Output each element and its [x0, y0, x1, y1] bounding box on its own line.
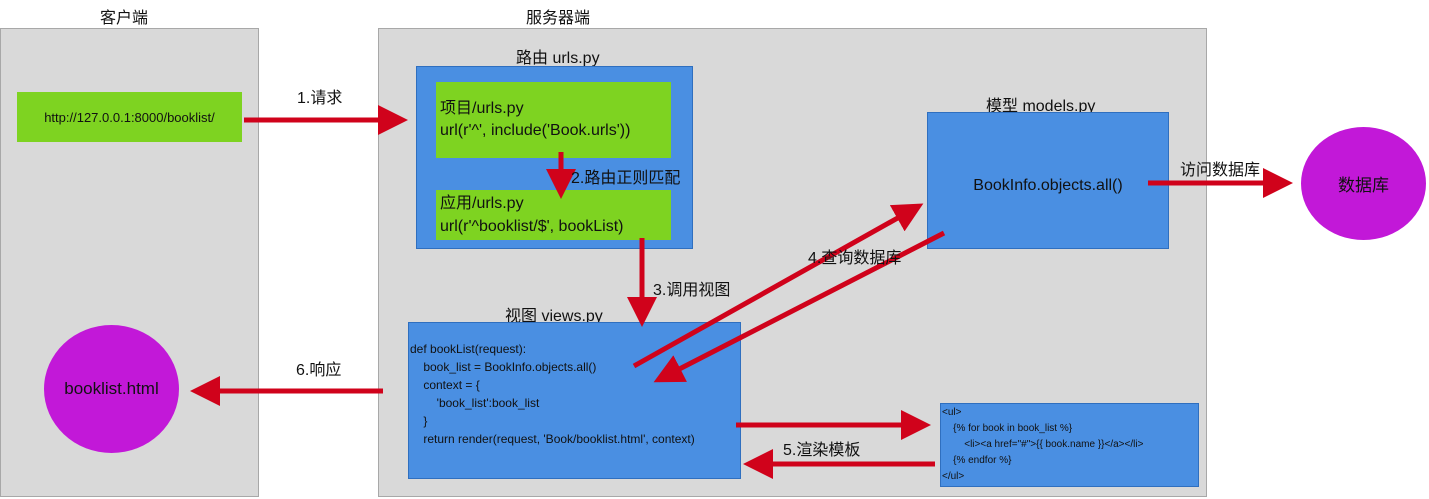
step-call-view-label: 3.调用视图: [653, 282, 731, 299]
view-box: def bookList(request): book_list = BookI…: [408, 322, 741, 479]
template-line: <li><a href="#">{{ book.name }}</a></li>: [942, 439, 1144, 450]
step-response-label: 6.响应: [296, 362, 342, 379]
app-urls-title: 应用/urls.py: [440, 195, 524, 212]
template-line: {% for book in book_list %}: [942, 423, 1073, 434]
query-db-return-arrow: [653, 230, 946, 383]
template-line: </ul>: [942, 471, 965, 482]
booklist-html-label: booklist.html: [64, 379, 159, 398]
model-code: BookInfo.objects.all(): [973, 176, 1123, 194]
booklist-html-node: booklist.html: [44, 325, 179, 453]
view-line: context = {: [410, 378, 480, 392]
app-urls-code: url(r'^booklist/$', bookList): [440, 218, 624, 235]
project-urls-title: 项目/urls.py: [440, 100, 524, 117]
step-query-db-label: 4.查询数据库: [808, 250, 902, 267]
template-box: <ul> {% for book in book_list %} <li><a …: [940, 403, 1199, 487]
view-line: return render(request, 'Book/booklist.ht…: [410, 432, 695, 446]
view-title: 视图 views.py: [505, 308, 603, 325]
router-title: 路由 urls.py: [516, 50, 600, 67]
query-db-arrow: [632, 203, 924, 369]
step-render-label: 5.渲染模板: [783, 442, 861, 459]
database-node: 数据库: [1301, 127, 1426, 240]
url-box: http://127.0.0.1:8000/booklist/: [17, 92, 242, 142]
project-urls-code: url(r'^', include('Book.urls')): [440, 122, 631, 139]
access-db-label: 访问数据库: [1180, 162, 1261, 179]
view-line: }: [410, 414, 428, 428]
url-text: http://127.0.0.1:8000/booklist/: [44, 109, 215, 125]
view-line: def bookList(request):: [410, 342, 527, 356]
view-line: book_list = BookInfo.objects.all(): [410, 360, 597, 374]
client-title: 客户端: [100, 10, 149, 27]
database-label: 数据库: [1338, 176, 1389, 195]
template-line: <ul>: [942, 407, 962, 418]
project-urls-box: 项目/urls.py url(r'^', include('Book.urls'…: [436, 82, 671, 158]
step-route-match-label: 2.路由正则匹配: [571, 170, 681, 187]
model-box: BookInfo.objects.all(): [927, 112, 1169, 249]
view-line: 'book_list':book_list: [410, 396, 540, 410]
server-title: 服务器端: [526, 10, 591, 27]
template-line: {% endfor %}: [942, 455, 1012, 466]
model-title: 模型 models.py: [986, 98, 1096, 115]
step-request-label: 1.请求: [297, 90, 343, 107]
